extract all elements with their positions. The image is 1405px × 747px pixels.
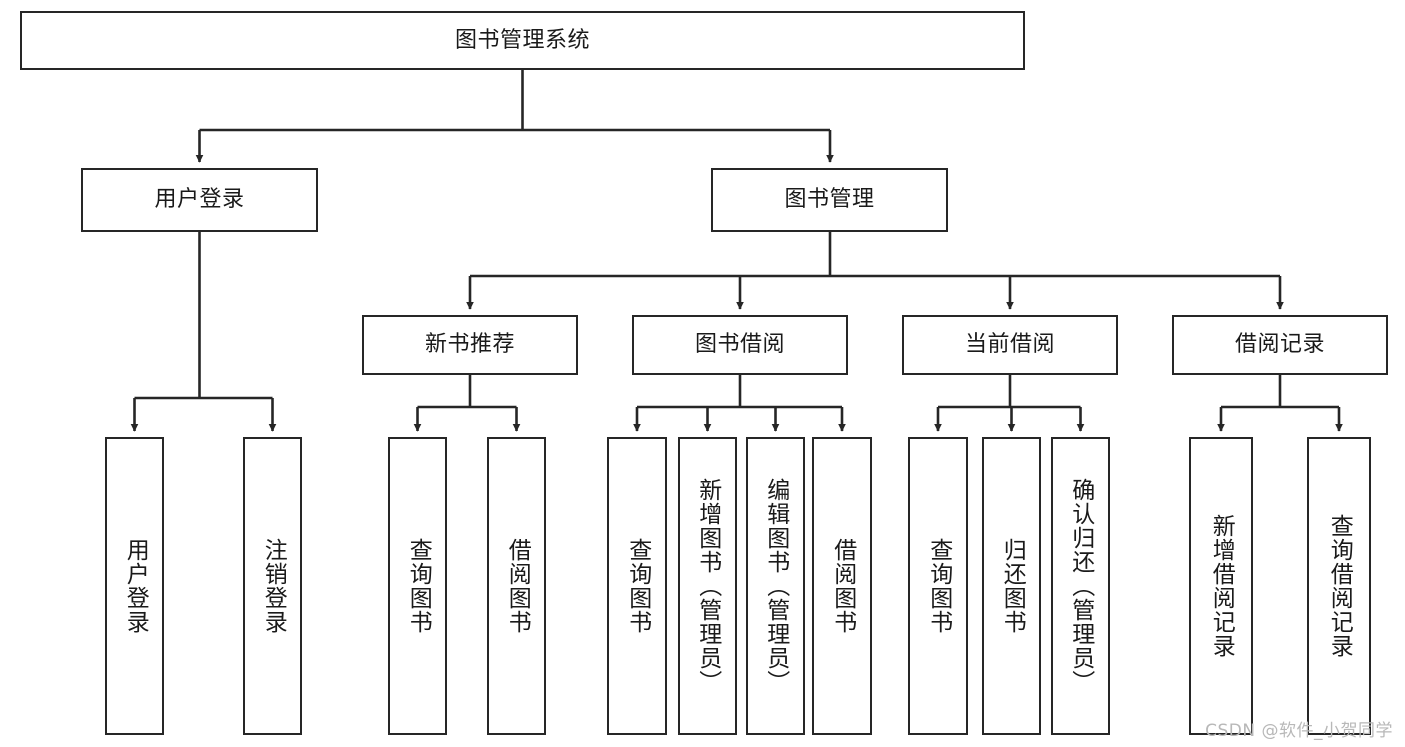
- leaf-node-label: 借阅图书: [504, 538, 531, 634]
- node-user-login[interactable]: 用户登录: [81, 168, 318, 232]
- node-book-management[interactable]: 图书管理: [711, 168, 948, 232]
- leaf-node[interactable]: 新增借阅记录: [1189, 437, 1253, 735]
- node-root-system[interactable]: 图书管理系统: [20, 11, 1025, 70]
- leaf-node[interactable]: 查询图书: [607, 437, 667, 735]
- node-user-login-label: 用户登录: [154, 187, 245, 213]
- leaf-node-label: 确认归还（管理员）: [1067, 478, 1094, 694]
- node-borrow-record-label: 借阅记录: [1234, 332, 1325, 358]
- leaf-node[interactable]: 归还图书: [982, 437, 1041, 735]
- leaf-node[interactable]: 注销登录: [243, 437, 302, 735]
- leaf-node-label: 查询图书: [925, 538, 952, 634]
- leaf-node[interactable]: 确认归还（管理员）: [1051, 437, 1110, 735]
- leaf-node-label: 新增图书（管理员）: [694, 478, 721, 694]
- leaf-node[interactable]: 借阅图书: [812, 437, 872, 735]
- leaf-node-label: 用户登录: [122, 538, 149, 634]
- leaf-node-label: 归还图书: [999, 538, 1026, 634]
- node-book-borrow-label: 图书借阅: [694, 332, 785, 358]
- leaf-node[interactable]: 查询借阅记录: [1307, 437, 1371, 735]
- node-current-borrow-label: 当前借阅: [964, 332, 1055, 358]
- leaf-node-label: 查询图书: [624, 538, 651, 634]
- leaf-node[interactable]: 新增图书（管理员）: [678, 437, 737, 735]
- node-current-borrow[interactable]: 当前借阅: [902, 315, 1118, 375]
- leaf-node-label: 借阅图书: [829, 538, 856, 634]
- leaf-node[interactable]: 查询图书: [908, 437, 968, 735]
- leaf-node[interactable]: 查询图书: [388, 437, 447, 735]
- leaf-node-label: 查询借阅记录: [1326, 514, 1353, 658]
- leaf-node-label: 新增借阅记录: [1208, 514, 1235, 658]
- leaf-node[interactable]: 用户登录: [105, 437, 164, 735]
- leaf-node-label: 查询图书: [405, 538, 432, 634]
- node-borrow-record[interactable]: 借阅记录: [1172, 315, 1388, 375]
- csdn-watermark: CSDN @软件_小贺同学: [1205, 721, 1393, 741]
- leaf-node-label: 注销登录: [260, 538, 287, 634]
- node-book-borrow[interactable]: 图书借阅: [632, 315, 848, 375]
- leaf-node[interactable]: 编辑图书（管理员）: [746, 437, 805, 735]
- leaf-node-label: 编辑图书（管理员）: [762, 478, 789, 694]
- node-book-management-label: 图书管理: [784, 187, 875, 213]
- node-new-book-recommend-label: 新书推荐: [424, 332, 515, 358]
- node-root-system-label: 图书管理系统: [454, 27, 590, 53]
- node-new-book-recommend[interactable]: 新书推荐: [362, 315, 578, 375]
- leaf-node[interactable]: 借阅图书: [487, 437, 546, 735]
